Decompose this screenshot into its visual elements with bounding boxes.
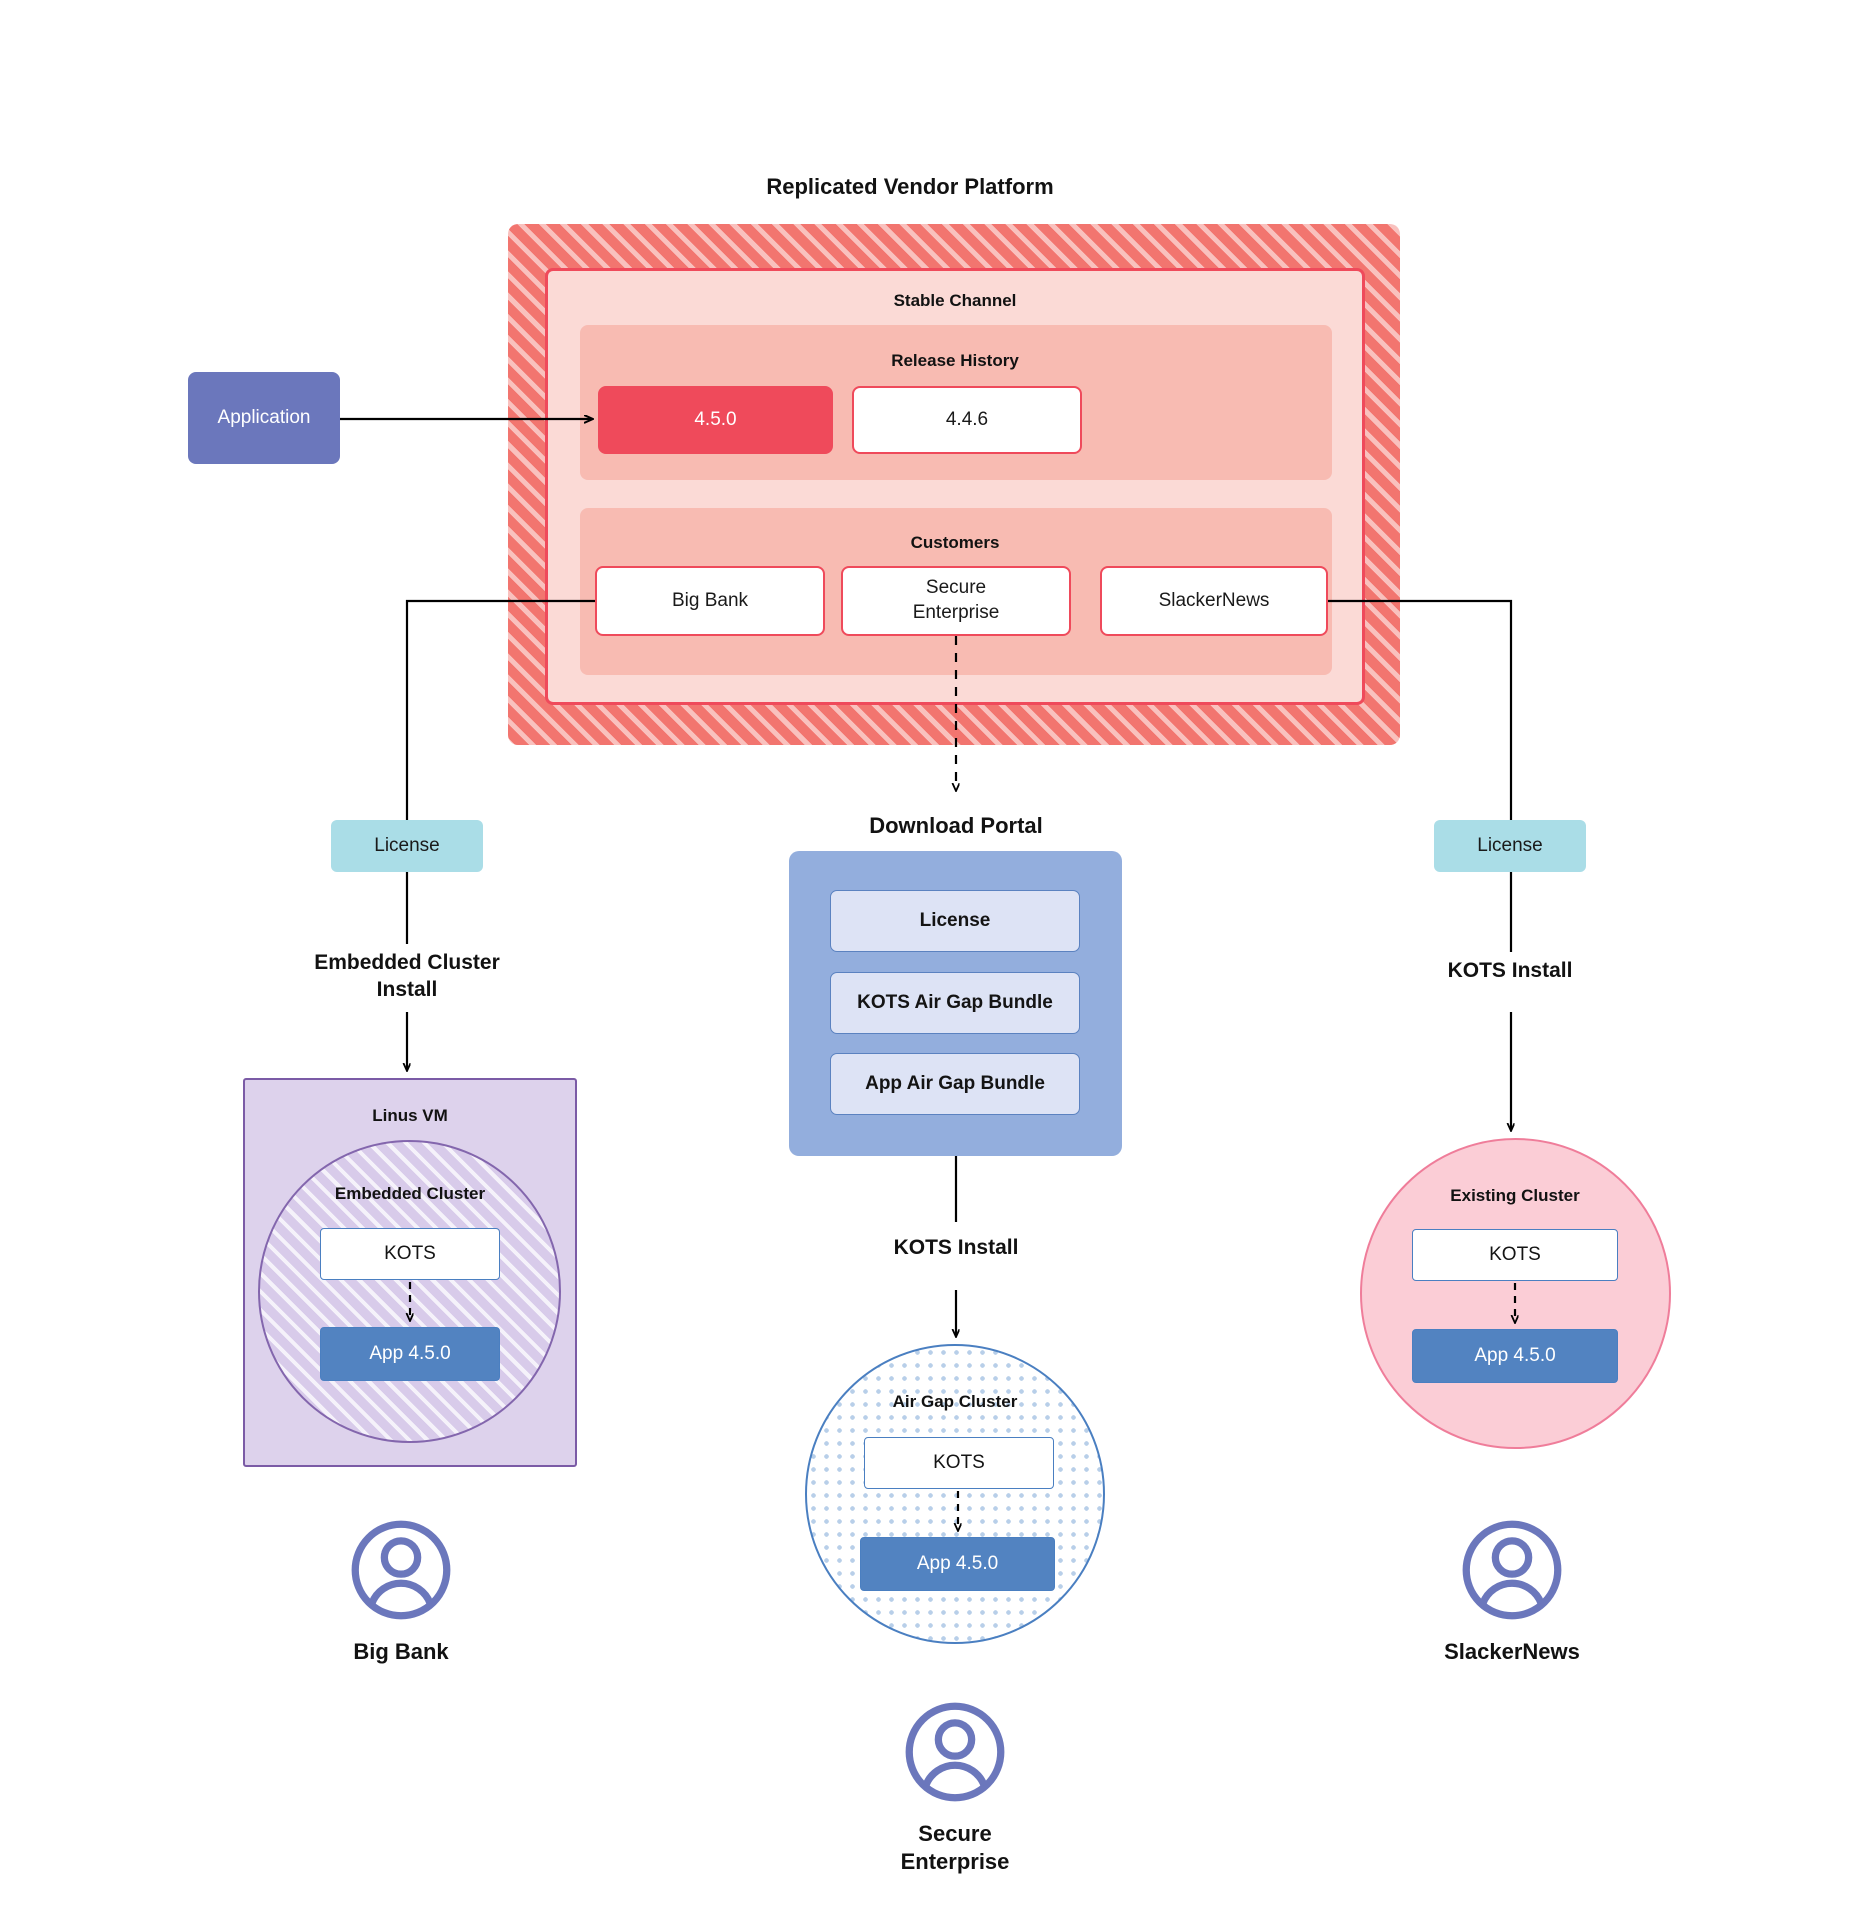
user-avatar-icon: [351, 1520, 451, 1620]
download-portal-title: Download Portal: [869, 813, 1043, 838]
persona-label-slackernews: SlackerNews: [1444, 1639, 1580, 1664]
embedded-app-version-box[interactable]: App 4.5.0: [320, 1327, 500, 1381]
release-item-previous[interactable]: 4.4.6: [852, 386, 1082, 454]
existing-kots-box[interactable]: KOTS: [1412, 1229, 1618, 1281]
air-gap-kots-box[interactable]: KOTS: [864, 1437, 1054, 1489]
customer-slackernews[interactable]: SlackerNews: [1100, 566, 1328, 636]
air-gap-cluster-label: Air Gap Cluster: [892, 1392, 1018, 1411]
avatar-secure-enterprise: [903, 1700, 1007, 1804]
release-history-label: Release History: [891, 351, 1019, 370]
license-chip-right[interactable]: License: [1434, 820, 1586, 872]
license-chip-left[interactable]: License: [331, 820, 483, 872]
page-title: Replicated Vendor Platform: [766, 174, 1054, 199]
air-gap-cluster-circle: [805, 1344, 1105, 1644]
existing-cluster-label: Existing Cluster: [1450, 1186, 1580, 1205]
avatar-slackernews: [1460, 1518, 1564, 1622]
release-item-current[interactable]: 4.5.0: [598, 386, 833, 454]
install-label-right: KOTS Install: [1447, 959, 1573, 982]
install-label-left: Embedded Cluster Install: [314, 951, 500, 1001]
portal-item-license[interactable]: License: [830, 890, 1080, 952]
customer-big-bank[interactable]: Big Bank: [595, 566, 825, 636]
linus-vm-label: Linus VM: [372, 1106, 448, 1125]
avatar-big-bank: [349, 1518, 453, 1622]
embedded-kots-box[interactable]: KOTS: [320, 1228, 500, 1280]
existing-app-version-box[interactable]: App 4.5.0: [1412, 1329, 1618, 1383]
portal-item-kots-air-gap-bundle[interactable]: KOTS Air Gap Bundle: [830, 972, 1080, 1034]
air-gap-app-version-box[interactable]: App 4.5.0: [860, 1537, 1055, 1591]
customers-label: Customers: [910, 533, 1000, 552]
user-avatar-icon: [1462, 1520, 1562, 1620]
embedded-cluster-circle: [258, 1140, 561, 1443]
install-label-middle: KOTS Install: [893, 1236, 1019, 1259]
embedded-cluster-label: Embedded Cluster: [334, 1184, 486, 1203]
persona-label-secure-enterprise: Secure Enterprise: [900, 1821, 1010, 1875]
customer-secure-enterprise[interactable]: Secure Enterprise: [841, 566, 1071, 636]
stable-channel-label: Stable Channel: [893, 291, 1017, 310]
portal-item-app-air-gap-bundle[interactable]: App Air Gap Bundle: [830, 1053, 1080, 1115]
user-avatar-icon: [905, 1702, 1005, 1802]
application-chip[interactable]: Application: [188, 372, 340, 464]
persona-label-big-bank: Big Bank: [353, 1639, 449, 1664]
